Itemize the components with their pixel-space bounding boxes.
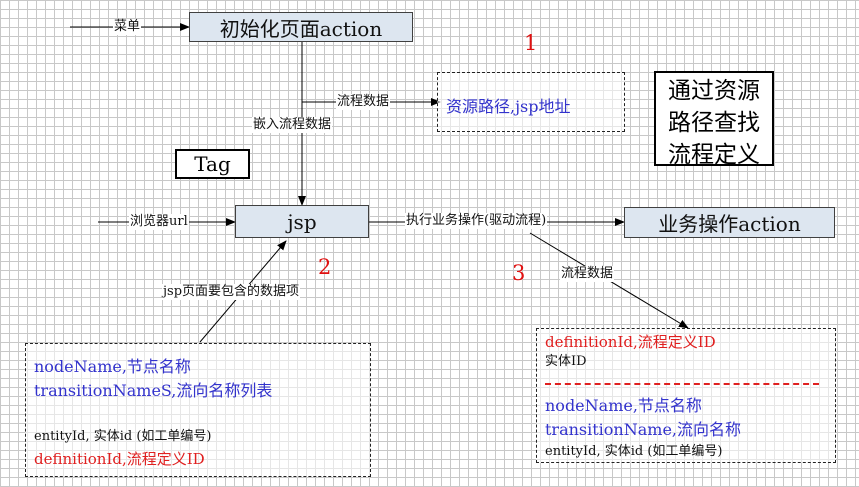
label-menu: 菜单 bbox=[113, 19, 142, 35]
left-line-transition-names: transitionNameS,流向名称列表 bbox=[34, 381, 273, 400]
label-embed-flow-data: 嵌入流程数据 bbox=[252, 117, 333, 133]
right-line-transition-name: transitionName,流向名称 bbox=[545, 420, 742, 439]
right-line-node-name: nodeName,节点名称 bbox=[545, 396, 702, 415]
resource-box: 资源路径,jsp地址 bbox=[437, 72, 625, 132]
note-line-2: 路径查找 bbox=[668, 110, 760, 136]
label-jsp-items: jsp页面要包含的数据项 bbox=[162, 284, 301, 300]
note-line-3: 流程定义 bbox=[668, 142, 760, 168]
left-data-box: nodeName,节点名称 transitionNameS,流向名称列表 ent… bbox=[25, 343, 371, 477]
left-line-node-name: nodeName,节点名称 bbox=[34, 357, 191, 376]
jsp-node: jsp bbox=[235, 205, 369, 238]
right-line-definition-id: definitionId,流程定义ID bbox=[545, 333, 716, 351]
note-box: 通过资源 路径查找 流程定义 bbox=[654, 71, 774, 168]
init-action-node: 初始化页面action bbox=[189, 12, 413, 42]
left-line-definition-id: definitionId,流程定义ID bbox=[34, 450, 205, 468]
init-action-label: 初始化页面action bbox=[219, 16, 383, 41]
marker-1: 1 bbox=[524, 31, 538, 55]
label-exec-biz: 执行业务操作(驱动流程) bbox=[405, 213, 548, 229]
right-line-entity-id: entityId, 实体id (如工单编号) bbox=[545, 444, 723, 459]
biz-action-label: 业务操作action bbox=[658, 212, 801, 236]
marker-2: 2 bbox=[318, 255, 332, 279]
label-browser-url: 浏览器url bbox=[129, 214, 189, 230]
right-line-entity-label: 实体ID bbox=[545, 354, 587, 369]
resource-text: 资源路径,jsp地址 bbox=[446, 97, 571, 116]
note-line-1: 通过资源 bbox=[668, 78, 760, 104]
left-line-entity-id: entityId, 实体id (如工单编号) bbox=[34, 429, 212, 444]
label-flow-data-2: 流程数据 bbox=[560, 266, 615, 282]
marker-3: 3 bbox=[512, 261, 526, 285]
right-red-divider bbox=[545, 383, 819, 385]
right-data-box: definitionId,流程定义ID 实体ID nodeName,节点名称 t… bbox=[536, 328, 836, 463]
tag-box: Tag bbox=[175, 149, 250, 179]
jsp-label: jsp bbox=[287, 209, 317, 234]
label-flow-data-1: 流程数据 bbox=[336, 94, 391, 110]
biz-action-node: 业务操作action bbox=[624, 207, 835, 238]
tag-label: Tag bbox=[194, 152, 231, 176]
